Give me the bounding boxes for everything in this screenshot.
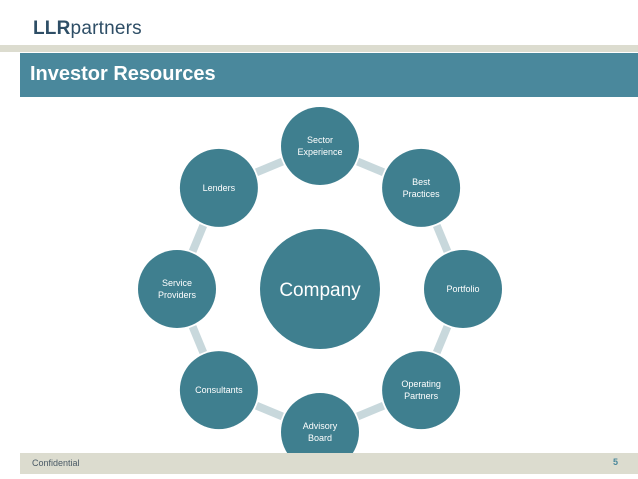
logo-light-text: partners bbox=[70, 18, 142, 39]
node-label: Service bbox=[162, 278, 192, 288]
node-label: Partners bbox=[404, 391, 439, 401]
node-label: Consultants bbox=[195, 385, 243, 395]
connector-bar bbox=[188, 325, 207, 355]
node-label: Advisory bbox=[303, 421, 338, 431]
top-divider-band bbox=[0, 45, 638, 52]
node-circle bbox=[281, 393, 359, 471]
node-label: Board bbox=[308, 433, 332, 443]
connector-bar bbox=[254, 157, 284, 176]
cycle-node: Lenders bbox=[179, 148, 258, 227]
llr-partners-logo: LLRpartners bbox=[33, 18, 142, 40]
node-circle bbox=[382, 351, 461, 430]
node-circle bbox=[424, 250, 502, 328]
connector-bar bbox=[188, 223, 207, 253]
page-number: 5 bbox=[612, 457, 618, 467]
connector-bar bbox=[433, 325, 452, 355]
node-circle bbox=[281, 107, 359, 185]
center-circle bbox=[260, 229, 380, 349]
connector-group bbox=[188, 157, 452, 421]
connector-bar bbox=[356, 157, 386, 176]
node-label: Operating bbox=[401, 379, 441, 389]
node-circle bbox=[179, 351, 258, 430]
node-label: Portfolio bbox=[446, 284, 479, 294]
confidential-label: Confidential bbox=[32, 458, 80, 468]
footer-bar: Confidential 5 bbox=[20, 453, 638, 474]
node-label: Best bbox=[412, 177, 431, 187]
node-label: Lenders bbox=[203, 183, 236, 193]
logo-bold-text: LLR bbox=[33, 18, 71, 39]
connector-bar bbox=[254, 402, 284, 421]
connector-bar bbox=[356, 402, 386, 421]
node-circle bbox=[382, 148, 461, 227]
connector-bar bbox=[433, 223, 452, 253]
node-label: Experience bbox=[297, 147, 342, 157]
page-title: Investor Resources bbox=[30, 63, 216, 85]
cycle-node: Portfolio bbox=[424, 250, 502, 328]
center-group: Company bbox=[260, 229, 380, 349]
title-bar: Investor Resources bbox=[20, 53, 638, 97]
cycle-node: Consultants bbox=[179, 351, 258, 430]
center-label: Company bbox=[279, 280, 361, 301]
node-label: Practices bbox=[403, 189, 441, 199]
node-circle bbox=[138, 250, 216, 328]
node-label: Sector bbox=[307, 135, 333, 145]
node-group: SectorExperienceBestPracticesPortfolioOp… bbox=[138, 107, 502, 471]
node-label: Providers bbox=[158, 290, 197, 300]
node-circle bbox=[179, 148, 258, 227]
